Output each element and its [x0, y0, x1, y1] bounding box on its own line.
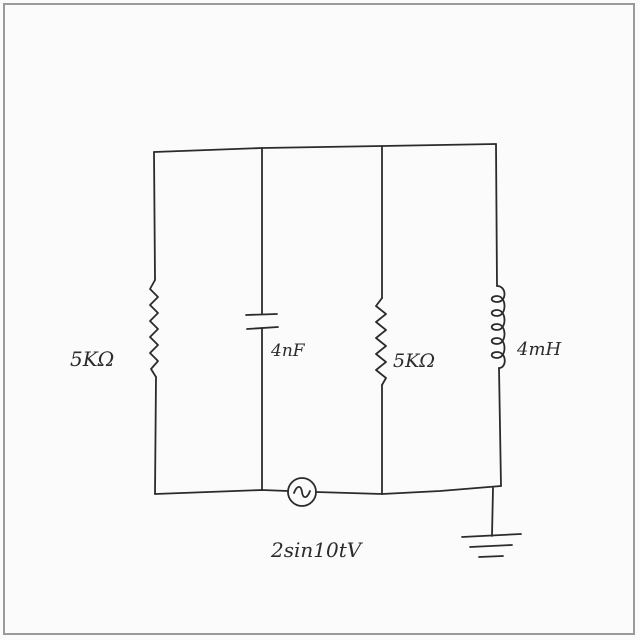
middle-resistor-label: 5KΩ — [393, 350, 435, 372]
top-wire — [153, 143, 497, 153]
ground-wire — [491, 487, 494, 537]
ac-source-wave — [293, 485, 311, 499]
ground-line-2 — [469, 544, 513, 548]
capacitor-label: 4nF — [270, 341, 306, 361]
left-resistor — [149, 279, 159, 378]
ground-line-3 — [478, 555, 504, 558]
inductor-coil — [490, 285, 506, 369]
ground-line-1 — [461, 533, 522, 538]
bottom-wire-right — [315, 485, 502, 495]
left-resistor-label: 5KΩ — [70, 347, 114, 371]
capacitor-plate-top — [245, 313, 278, 316]
page-border — [3, 3, 635, 635]
right-branch-wire-bottom — [498, 367, 502, 487]
inductor-label: 4mH — [516, 339, 562, 360]
middle-resistor — [375, 297, 387, 386]
right-branch-wire-top — [495, 143, 498, 287]
bottom-wire-left — [154, 489, 289, 495]
source-label: 2sin10tV — [270, 538, 364, 562]
left-branch-wire-bottom — [154, 376, 157, 495]
left-branch-wire-top — [153, 151, 156, 281]
